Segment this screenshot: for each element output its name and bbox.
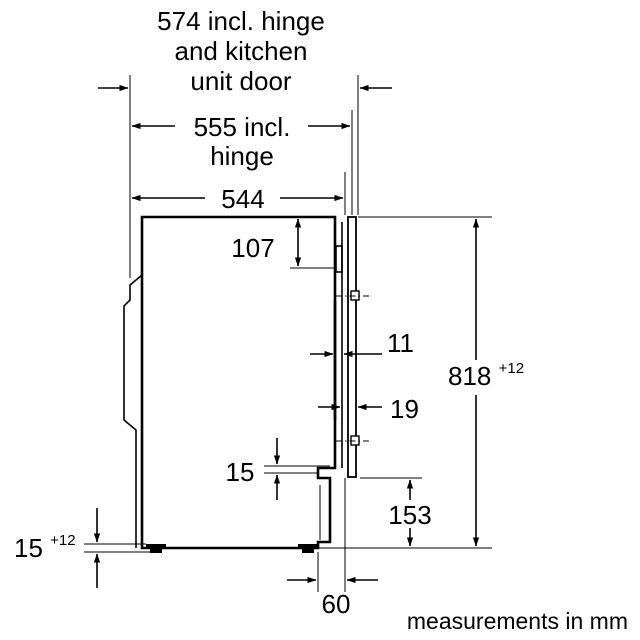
dim-15-left-value: 15 xyxy=(14,533,43,563)
dim-818-label: 818 +12 xyxy=(448,360,524,391)
dim-107-label: 107 xyxy=(231,233,274,263)
extension-lines xyxy=(84,75,492,592)
dim-60-label: 60 xyxy=(322,589,351,619)
rear-outline xyxy=(123,274,143,548)
units-note: measurements in mm xyxy=(407,608,628,634)
dim-574-label-line1: 574 incl. hinge xyxy=(157,6,325,36)
kitchen-unit-door xyxy=(347,216,357,478)
appliance-feet xyxy=(146,544,318,553)
dim-15-left-label: 15 +12 xyxy=(14,532,76,563)
appliance-side-outline xyxy=(140,215,343,550)
dim-15-top-label: 15 xyxy=(226,457,255,487)
dim-555-label-line1: 555 incl. xyxy=(194,112,291,142)
dim-818-tolerance: +12 xyxy=(499,360,524,377)
dim-818-value: 818 xyxy=(448,361,491,391)
dim-574-label-line2: and kitchen xyxy=(175,36,308,66)
dim-555-label-line2: hinge xyxy=(210,141,274,171)
dim-11-label: 11 xyxy=(387,328,414,358)
door-hinges xyxy=(336,290,372,446)
dim-19-label: 19 xyxy=(390,394,419,424)
dim-15-left-tolerance: +12 xyxy=(50,532,75,549)
dim-153-label: 153 xyxy=(388,500,431,530)
dim-574-label-line3: unit door xyxy=(190,66,292,96)
dim-544-label: 544 xyxy=(221,184,264,214)
